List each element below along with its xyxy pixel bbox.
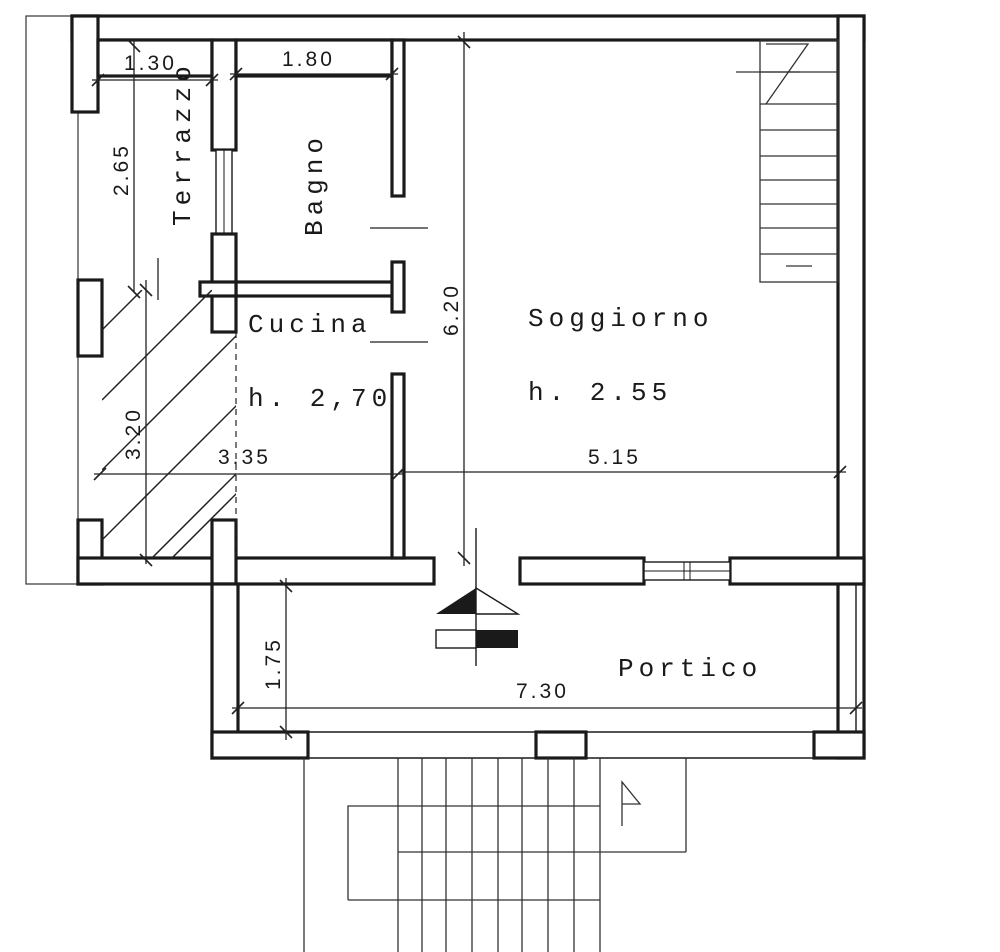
site-outline xyxy=(25,15,79,585)
dim-label-bagno-width: 1.80 xyxy=(282,48,335,71)
exterior-walls xyxy=(70,14,866,760)
entrance-symbol xyxy=(435,528,521,666)
hatched-area xyxy=(102,290,237,558)
room-height-cucina: h. 2,70 xyxy=(248,384,392,414)
dim-label-soggiorno-width: 5.15 xyxy=(588,446,641,469)
dim-label-cucina-depth: 3.20 xyxy=(122,407,145,460)
dim-label-terrazzo-width: 1.30 xyxy=(124,52,177,75)
room-label-soggiorno: Soggiorno xyxy=(528,304,713,334)
room-label-bagno: Bagno xyxy=(300,133,330,236)
external-staircase xyxy=(303,758,687,952)
room-label-terrazzo: Terrazzo xyxy=(168,61,198,226)
dim-label-soggiorno-depth: 6.20 xyxy=(440,283,463,336)
dimension-lines xyxy=(91,32,863,740)
room-label-portico: Portico xyxy=(618,654,762,684)
interior-staircase xyxy=(736,39,839,283)
dim-label-portico-width: 7.30 xyxy=(516,680,569,703)
dim-label-portico-depth: 1.75 xyxy=(262,637,285,690)
room-label-cucina: Cucina xyxy=(248,310,372,340)
room-height-soggiorno: h. 2.55 xyxy=(528,378,672,408)
dim-label-cucina-width: 3.35 xyxy=(218,446,271,469)
interior-walls xyxy=(96,38,406,586)
portico-walls xyxy=(210,582,866,760)
dim-label-terrazzo-depth: 2.65 xyxy=(110,143,133,196)
